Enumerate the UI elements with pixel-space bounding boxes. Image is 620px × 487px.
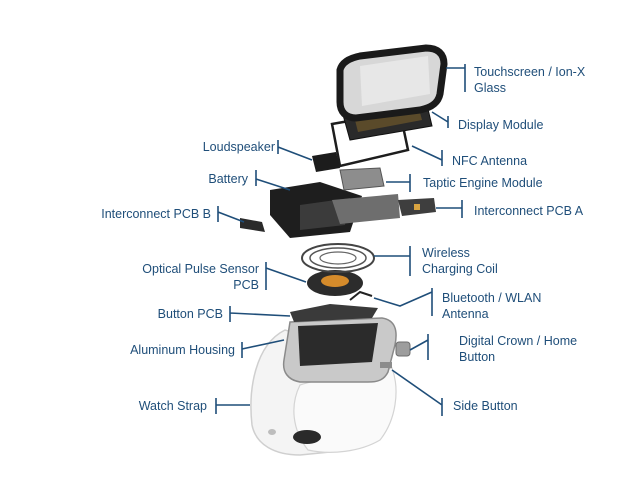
taptic-engine-leader-line: [386, 174, 411, 192]
battery-label: Battery: [208, 171, 248, 187]
interconnect-pcb-b-leader-line: [217, 206, 245, 223]
loudspeaker-label: Loudspeaker: [203, 139, 275, 155]
touchscreen-label: Touchscreen / Ion-X Glass: [474, 64, 585, 96]
button-pcb-shape: [290, 290, 378, 322]
digital-crown-label: Digital Crown / Home Button: [459, 333, 577, 365]
optical-sensor-shape: [307, 270, 363, 296]
taptic-engine-label-line1: Taptic Engine Module: [423, 176, 543, 190]
charging-coil-shape: [301, 243, 375, 273]
watch-strap-leader-line: [215, 398, 250, 414]
optical-sensor-label-line2: PCB: [233, 278, 259, 292]
watch-strap-label-line1: Watch Strap: [138, 399, 207, 413]
interconnect-pcb-shape: [332, 194, 436, 224]
nfc-antenna-label: NFC Antenna: [452, 153, 527, 169]
aluminum-housing-leader-line: [241, 339, 285, 358]
aluminum-housing-label: Aluminum Housing: [130, 342, 235, 358]
optical-sensor-label-line1: Optical Pulse Sensor: [142, 262, 259, 276]
touchscreen-label-line2: Glass: [474, 81, 506, 95]
optical-sensor-label: Optical Pulse Sensor PCB: [142, 261, 259, 293]
side-button-label-line1: Side Button: [453, 399, 518, 413]
display-module-leader-line: [431, 111, 449, 128]
wireless-charging-label: Wireless Charging Coil: [422, 245, 498, 277]
nfc-antenna-leader-line: [411, 145, 443, 166]
interconnect-pcb-b-label: Interconnect PCB B: [101, 206, 211, 222]
loudspeaker-shape: [312, 152, 340, 172]
interconnect-pcb-a-label-line1: Interconnect PCB A: [474, 204, 584, 218]
side-button-label: Side Button: [453, 398, 518, 414]
aluminum-housing-shape: [282, 317, 411, 383]
bluetooth-wlan-leader-line: [373, 288, 433, 316]
battery-leader-line: [255, 170, 291, 191]
button-pcb-leader-line: [229, 306, 291, 322]
display-module-label: Display Module: [458, 117, 543, 133]
taptic-engine-label: Taptic Engine Module: [423, 175, 543, 191]
battery-label-line1: Battery: [208, 172, 248, 186]
display-module-label-line1: Display Module: [458, 118, 544, 132]
side-button-leader-line: [391, 369, 443, 416]
bluetooth-wlan-label: Bluetooth / WLAN Antenna: [442, 290, 541, 322]
aluminum-housing-label-line1: Aluminum Housing: [130, 343, 235, 357]
digital-crown-label-line1: Digital Crown / Home: [459, 334, 578, 348]
wireless-charging-leader-line: [374, 246, 411, 276]
nfc-antenna-label-line1: NFC Antenna: [452, 154, 528, 168]
digital-crown-label-line2: Button: [459, 350, 496, 364]
touchscreen-label-line1: Touchscreen / Ion-X: [474, 65, 586, 79]
wireless-charging-label-line1: Wireless: [422, 246, 470, 260]
loudspeaker-leader-line: [277, 140, 313, 161]
bluetooth-wlan-label-line2: Antenna: [442, 307, 489, 321]
touchscreen-shape: [336, 44, 448, 122]
button-pcb-label: Button PCB: [158, 306, 223, 322]
bluetooth-wlan-label-line1: Bluetooth / WLAN: [442, 291, 542, 305]
loudspeaker-label-line1: Loudspeaker: [202, 140, 275, 154]
interconnect-pcb-a-label: Interconnect PCB A: [474, 203, 583, 219]
interconnect-pcb-b-label-line1: Interconnect PCB B: [101, 207, 211, 221]
wireless-charging-label-line2: Charging Coil: [422, 262, 498, 276]
optical-sensor-leader-line: [265, 262, 307, 290]
watch-strap-label: Watch Strap: [139, 398, 207, 414]
touchscreen-leader-line: [446, 64, 466, 92]
interconnect-pcb-a-leader-line: [436, 200, 463, 218]
taptic-engine-shape: [339, 167, 385, 191]
leader-lines: [215, 64, 466, 416]
digital-crown-leader-line: [409, 334, 429, 360]
button-pcb-label-line1: Button PCB: [157, 307, 223, 321]
